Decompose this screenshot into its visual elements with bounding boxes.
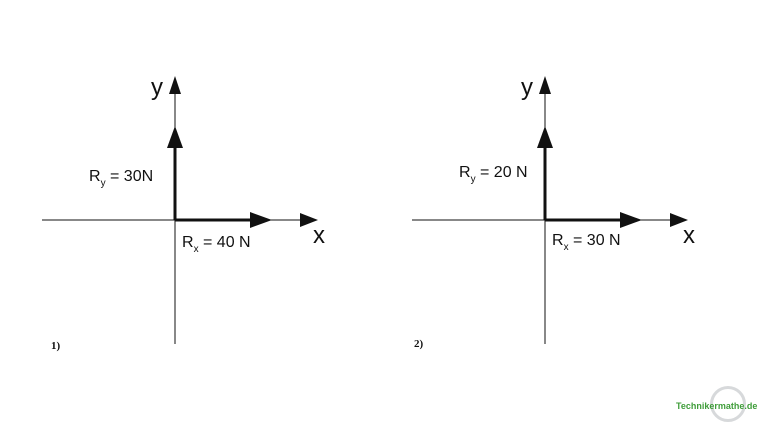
panel-number: 2) (414, 338, 424, 350)
ry-arrowhead (537, 126, 553, 148)
ry-label: Ry = 20 N (459, 164, 528, 185)
rx-label: Rx = 30 N (552, 232, 621, 253)
x-axis-arrowhead (300, 213, 318, 227)
diagram-2-axes (412, 76, 688, 344)
rx-arrowhead (620, 212, 642, 228)
y-axis-label: y (521, 74, 533, 101)
rx-label: Rx = 40 N (182, 234, 251, 255)
x-axis-arrowhead (670, 213, 688, 227)
y-axis-label: y (151, 74, 163, 101)
diagram-1-axes (42, 76, 318, 344)
ry-label: Ry = 30N (89, 168, 154, 189)
watermark-text: Technikermathe.de (676, 401, 758, 411)
watermark: Technikermathe.de (676, 386, 762, 426)
rx-arrowhead (250, 212, 272, 228)
y-axis-arrowhead (539, 76, 551, 94)
diagram-1: y x Ry = 30N Rx = 40 N 1) (42, 74, 325, 352)
y-axis-arrowhead (169, 76, 181, 94)
ry-arrowhead (167, 126, 183, 148)
panel-number: 1) (51, 340, 61, 352)
gear-logo-icon (710, 386, 746, 422)
x-axis-label: x (683, 222, 695, 249)
x-axis-label: x (313, 222, 325, 249)
diagram-2: y x Ry = 20 N Rx = 30 N 2) (370, 0, 754, 432)
